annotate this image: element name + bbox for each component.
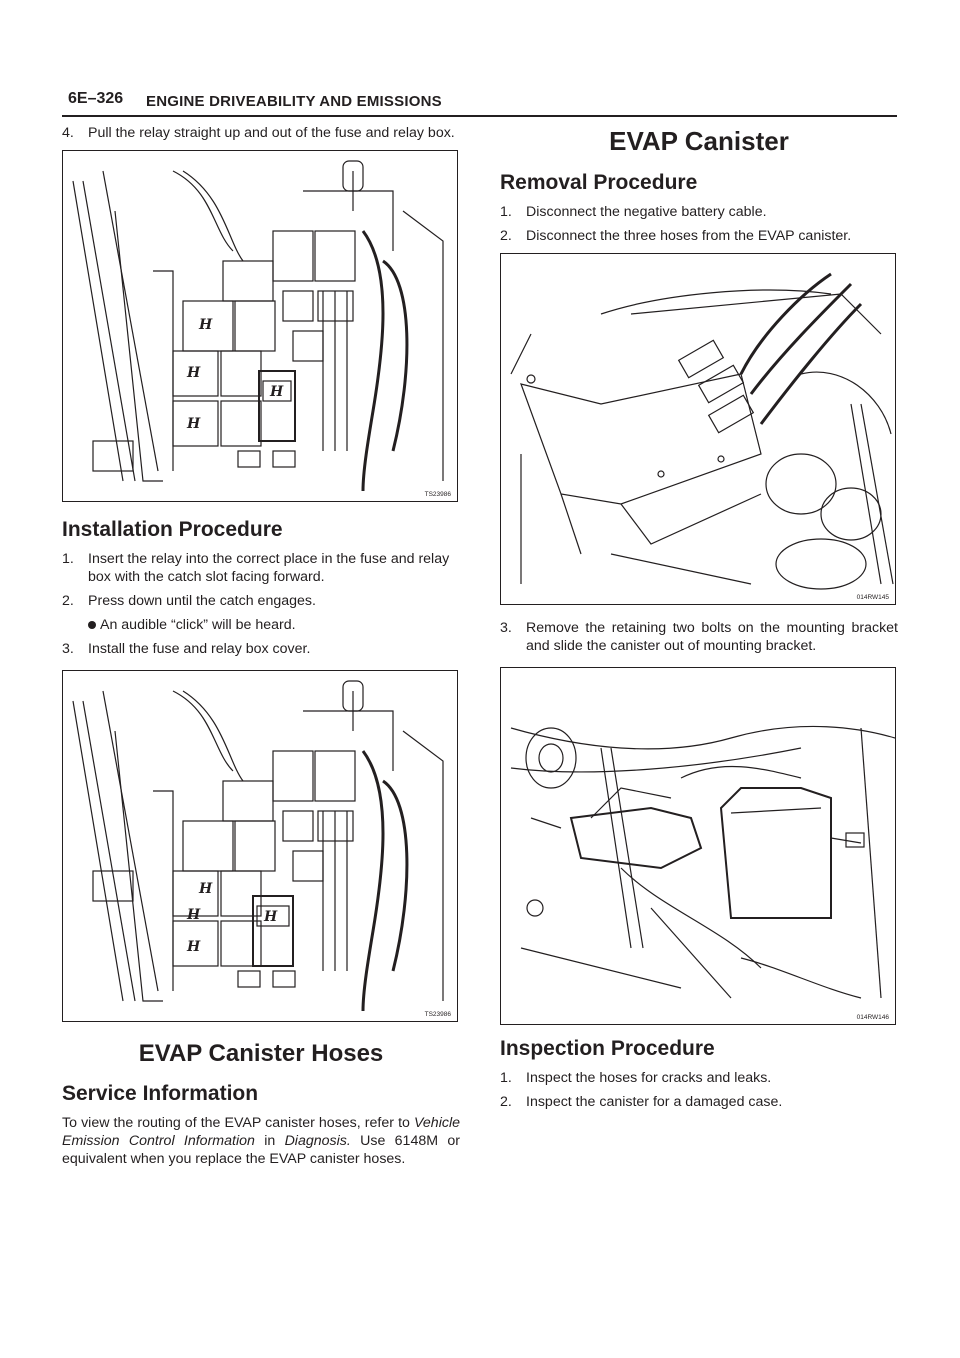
relay-mark: H bbox=[186, 939, 201, 955]
figure-id: TS23986 bbox=[424, 491, 451, 498]
relay-mark: H bbox=[263, 909, 278, 925]
step-number: 2. bbox=[62, 593, 74, 609]
service-text: To view the routing of the EVAP canister… bbox=[62, 1114, 460, 1168]
removal-step-2: 2. Disconnect the three hoses from the E… bbox=[500, 227, 898, 245]
installation-step-2: 2. Press down until the catch engages. bbox=[62, 592, 460, 610]
relay-box-figure-2: H H H H TS23986 bbox=[62, 670, 458, 1022]
canister-bracket-figure: 014RW146 bbox=[500, 667, 896, 1025]
step-text: Inspect the canister for a damaged case. bbox=[526, 1094, 783, 1110]
step-number: 3. bbox=[500, 620, 512, 636]
header-rule bbox=[62, 115, 897, 117]
service-ref-1: Vehicle Emission Control Information bbox=[62, 1115, 460, 1149]
step-text: Inspect the hoses for cracks and leaks. bbox=[526, 1070, 772, 1086]
relay-mark: H bbox=[198, 317, 213, 333]
relay-box-figure-1: H H H H TS23986 bbox=[62, 150, 458, 502]
relay-box-illustration: H H H H bbox=[72, 680, 444, 1012]
step-number: 2. bbox=[500, 1094, 512, 1110]
canister-title: EVAP Canister bbox=[609, 126, 789, 156]
service-text-c: Use 6148M or equivalent when you replace… bbox=[62, 1133, 460, 1167]
step-text: Pull the relay straight up and out of th… bbox=[88, 125, 455, 141]
step-text: Install the fuse and relay box cover. bbox=[88, 641, 311, 657]
step-text: Disconnect the three hoses from the EVAP… bbox=[526, 228, 852, 244]
right-column: EVAP Canister Removal Procedure 1. Disco… bbox=[500, 124, 898, 1117]
step-number: 1. bbox=[62, 551, 74, 567]
inspection-step-1: 1. Inspect the hoses for cracks and leak… bbox=[500, 1069, 898, 1087]
hoses-title: EVAP Canister Hoses bbox=[138, 1040, 384, 1067]
installation-step-1: 1. Insert the relay into the correct pla… bbox=[62, 550, 460, 586]
step-text: Remove the retaining two bolts on the mo… bbox=[526, 620, 898, 654]
installation-heading: Installation Procedure bbox=[62, 518, 283, 541]
canister-hoses-illustration bbox=[510, 272, 894, 590]
removal-step-1: 1. Disconnect the negative battery cable… bbox=[500, 203, 898, 221]
step-text: Disconnect the negative battery cable. bbox=[526, 204, 767, 220]
canister-bracket-illustration bbox=[510, 725, 895, 999]
installation-bullet: An audible “click” will be heard. bbox=[62, 616, 460, 634]
bullet-dot-icon bbox=[88, 621, 96, 629]
page-number: 6E–326 bbox=[68, 90, 124, 107]
canister-hoses-figure: 014RW145 bbox=[500, 253, 896, 605]
step-number: 2. bbox=[500, 228, 512, 244]
left-column: 4. Pull the relay straight up and out of… bbox=[62, 124, 460, 1168]
step-number: 1. bbox=[500, 204, 512, 220]
installation-step-3: 3. Install the fuse and relay box cover. bbox=[62, 640, 460, 658]
relay-mark: H bbox=[186, 907, 201, 923]
removal-step-3: 3. Remove the retaining two bolts on the… bbox=[500, 619, 898, 655]
service-text-a: To view the routing of the EVAP canister… bbox=[62, 1115, 414, 1131]
relay-mark: H bbox=[198, 881, 213, 897]
step-number: 4. bbox=[62, 125, 74, 141]
removal-step-4: 4. Pull the relay straight up and out of… bbox=[62, 124, 460, 142]
figure-id: 014RW146 bbox=[856, 1014, 889, 1021]
step-number: 3. bbox=[62, 641, 74, 657]
inspection-step-2: 2. Inspect the canister for a damaged ca… bbox=[500, 1093, 898, 1111]
relay-box-illustration: H H H H bbox=[72, 160, 444, 492]
service-text-b: in bbox=[254, 1133, 285, 1149]
service-ref-2: Diagnosis. bbox=[284, 1133, 351, 1149]
step-number: 1. bbox=[500, 1070, 512, 1086]
figure-id: 014RW145 bbox=[856, 594, 889, 601]
relay-mark: H bbox=[186, 365, 201, 381]
section-title: ENGINE DRIVEABILITY AND EMISSIONS bbox=[146, 93, 442, 110]
step-text: Press down until the catch engages. bbox=[88, 593, 316, 609]
service-heading: Service Information bbox=[62, 1082, 259, 1105]
relay-mark: H bbox=[269, 384, 284, 400]
bullet-text: An audible “click” will be heard. bbox=[100, 617, 296, 633]
figure-id: TS23986 bbox=[424, 1011, 451, 1018]
inspection-heading: Inspection Procedure bbox=[500, 1037, 715, 1060]
removal-heading: Removal Procedure bbox=[500, 171, 698, 194]
relay-mark: H bbox=[186, 416, 201, 432]
step-text: Insert the relay into the correct place … bbox=[88, 551, 450, 585]
